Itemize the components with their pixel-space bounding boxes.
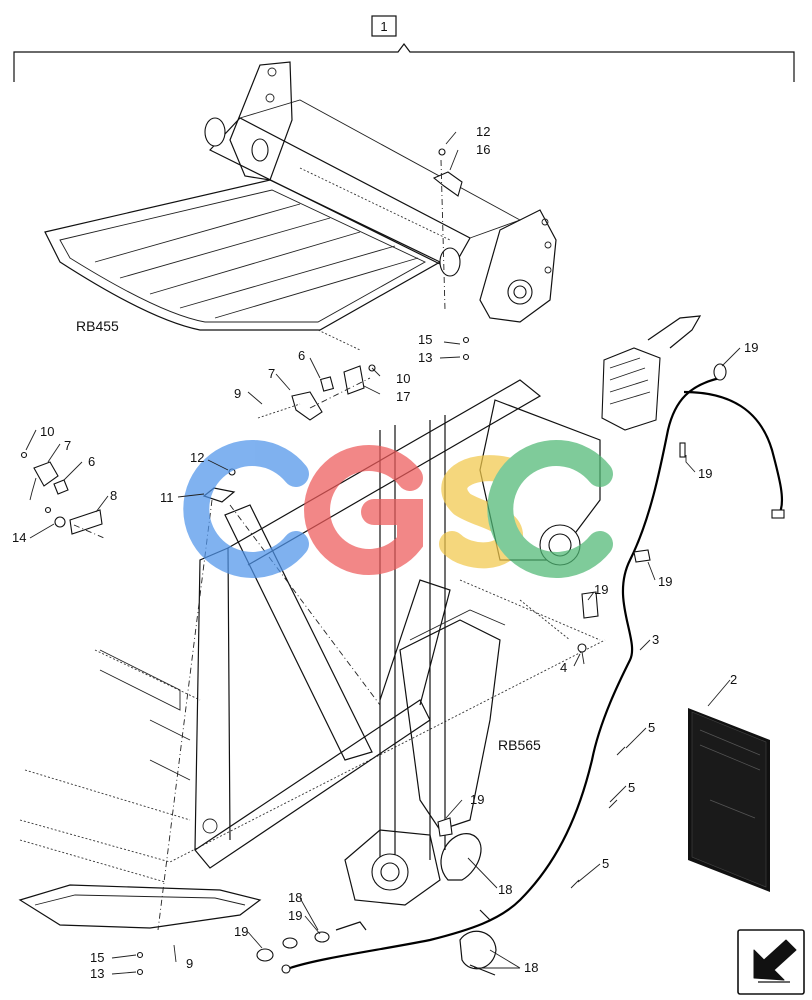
- callout-leaders: [25, 131, 741, 975]
- next-page-arrow-button[interactable]: [737, 929, 805, 995]
- callout-6-left: 6: [88, 454, 95, 469]
- installation-manual-part: [688, 708, 770, 892]
- arrow-icon: [753, 939, 797, 981]
- callout-5-bottom: 5: [602, 856, 609, 871]
- small-parts: [20, 148, 727, 976]
- callout-15-bottom: 15: [90, 950, 104, 965]
- callout-4: 4: [560, 660, 567, 675]
- top-frame-assembly: [44, 61, 557, 351]
- callout-2: 2: [730, 672, 737, 687]
- callout-18-bottom: 18: [524, 960, 538, 975]
- callout-19-bottom-a: 19: [288, 908, 302, 923]
- model-label-rb455: RB455: [76, 318, 119, 334]
- control-module-part: [601, 315, 702, 431]
- wire-harness-part: [281, 376, 785, 974]
- callout-19-clip: 19: [594, 582, 608, 597]
- assembly-box: [371, 15, 397, 37]
- callout-13-top: 13: [418, 350, 432, 365]
- callout-16: 16: [476, 142, 490, 157]
- callout-10-left: 10: [40, 424, 54, 439]
- callout-12-top: 12: [476, 124, 490, 139]
- assembly-bracket: 1: [13, 15, 795, 82]
- callout-12-mid: 12: [190, 450, 204, 465]
- harness-connector: [771, 509, 785, 519]
- callout-19-harness: 19: [698, 466, 712, 481]
- watermark-logo: [183, 440, 613, 578]
- callout-19-bottom-b: 19: [234, 924, 248, 939]
- callout-11: 11: [160, 490, 174, 505]
- callout-5-mid: 5: [628, 780, 635, 795]
- callout-numbers: 12 16 15 13 6 7 9 10 17 10 7 6 8 14 12 1…: [12, 124, 758, 981]
- callout-15-top: 15: [418, 332, 432, 347]
- callout-19-mid: 19: [658, 574, 672, 589]
- callout-14: 14: [12, 530, 26, 545]
- callout-9-bottom: 9: [186, 956, 193, 971]
- callout-3: 3: [652, 632, 659, 647]
- callout-13-bottom: 13: [90, 966, 104, 981]
- callout-8: 8: [110, 488, 117, 503]
- callout-18-right: 18: [498, 882, 512, 897]
- assembly-number: 1: [380, 19, 387, 34]
- callout-17: 17: [396, 389, 410, 404]
- callout-19-top: 19: [744, 340, 758, 355]
- callout-6-mid: 6: [298, 348, 305, 363]
- callout-9-mid: 9: [234, 386, 241, 401]
- model-label-rb565: RB565: [498, 737, 541, 753]
- callout-10-mid: 10: [396, 371, 410, 386]
- callout-7-left: 7: [64, 438, 71, 453]
- callout-5-top: 5: [648, 720, 655, 735]
- callout-7-mid: 7: [268, 366, 275, 381]
- callout-19-lower: 19: [470, 792, 484, 807]
- callout-18-left: 18: [288, 890, 302, 905]
